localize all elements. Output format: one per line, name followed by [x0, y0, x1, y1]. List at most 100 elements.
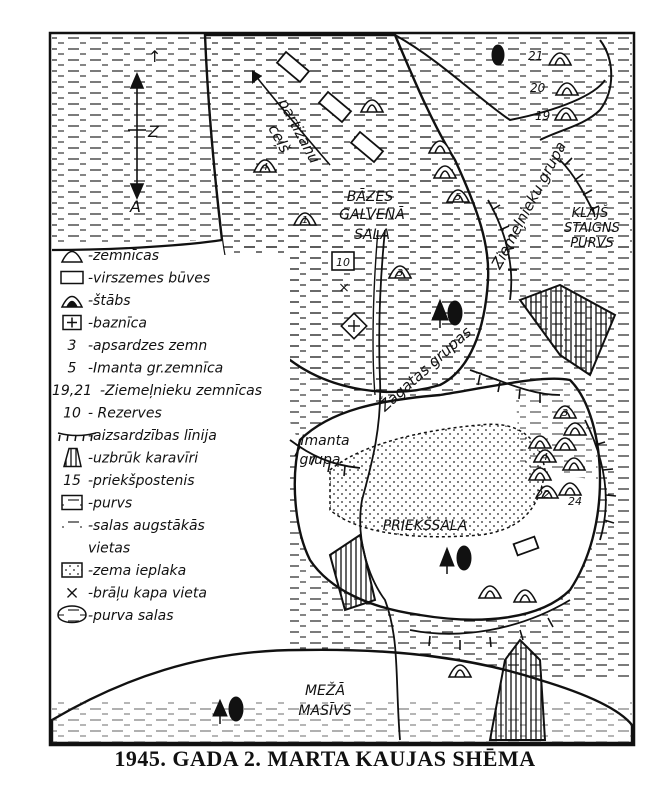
- grave-cross-icon: ×: [64, 583, 79, 604]
- dugout-number: 4: [542, 452, 548, 463]
- legend-item-text: -purva salas: [88, 608, 174, 624]
- dugout-icon: [527, 467, 553, 481]
- legend-symbol-num: 10: [63, 406, 81, 422]
- legend-symbol-num: 5: [68, 361, 77, 377]
- defense-ticks: [294, 157, 617, 650]
- legend-number: 5: [68, 361, 77, 377]
- legend-number: 3: [68, 338, 77, 354]
- legend-item-text: -baznīca: [88, 316, 147, 332]
- legend-item-text: -uzbrūk karavīri: [88, 451, 198, 467]
- label-imanta: Imanta: [300, 433, 349, 449]
- dugout-number: 5: [455, 192, 461, 203]
- label-sala: SALA: [354, 227, 390, 243]
- attack-wedge-1: [518, 283, 617, 377]
- channel-line: [394, 34, 606, 122]
- dugout-icon: [527, 435, 553, 449]
- label-masivs: MASĪVS: [298, 702, 351, 719]
- compass-a: A: [129, 197, 141, 216]
- dugout-icon: 3: [552, 405, 578, 419]
- surface-buildings: [275, 50, 540, 557]
- label-priekssala: PRIEKŠSALA: [383, 516, 468, 534]
- legend-symbol-hollow: [61, 562, 83, 578]
- legend-number: 15: [63, 473, 81, 489]
- dugout-icon: [554, 82, 580, 96]
- compass: [128, 71, 146, 201]
- legend-symbols: 3 5 19,21 10 15 ×: [52, 250, 97, 624]
- dugout-icon: 4: [252, 159, 278, 173]
- dugout-icon: 4: [532, 449, 558, 463]
- legend-symbol-num: 3: [68, 338, 77, 354]
- num-22: 22: [536, 488, 550, 501]
- dugout-number: 3: [397, 268, 403, 279]
- legend-symbol-bog: [57, 605, 87, 624]
- num-19: 19: [535, 109, 550, 123]
- compass-north: ↑: [148, 47, 161, 66]
- legend-item-text: -brāļu kapa vieta: [88, 586, 207, 602]
- dugout-icon: 3: [387, 265, 413, 279]
- legend-item-text: -apsardzes zemn: [88, 338, 207, 354]
- label-purvs: PURVS: [570, 236, 614, 251]
- label-meza: MEŽĀ: [305, 681, 345, 699]
- dugout-number: 3: [562, 408, 568, 419]
- compass-z: Z: [147, 122, 160, 141]
- legend-item-text: -Ziemeļnieku zemnīcas: [100, 383, 262, 399]
- legend-symbol-rect: [60, 270, 84, 285]
- dugout-icon: [359, 99, 385, 113]
- dugout-number: 4: [262, 162, 268, 173]
- label-bazes: BĀZES: [347, 188, 394, 205]
- legend-item-text: -salas augstākās: [88, 518, 205, 534]
- num-10: 10: [336, 256, 350, 269]
- legend-number: 19,21: [52, 383, 92, 399]
- num-20: 20: [530, 81, 546, 95]
- dugout-icon: [427, 140, 453, 154]
- dugout-icon: [553, 107, 579, 121]
- legend-item-text: -aizsardzības līnija: [88, 428, 217, 444]
- dugout-icon: [547, 52, 573, 66]
- legend-item-text: vietas: [88, 541, 130, 557]
- legend-symbol-defense: [57, 432, 97, 442]
- legend: -zemnīcas-virszemes būves-štābs-baznīca-…: [88, 248, 262, 624]
- map-caption: 1945. GADA 2. MARTA KAUJAS SHĒMA: [114, 746, 536, 771]
- label-staigns: STAIGNS: [564, 221, 620, 236]
- legend-symbol-num: 19,21: [52, 383, 92, 399]
- legend-number: 10: [63, 406, 81, 422]
- num-21: 21: [528, 49, 543, 63]
- legend-symbol-swamp: [61, 494, 83, 511]
- legend-item-text: -zema ieplaka: [88, 563, 186, 579]
- church-symbol: [340, 312, 368, 340]
- dugout-icon: [557, 482, 583, 496]
- legend-item-text: -purvs: [88, 496, 132, 512]
- num-24: 24: [568, 495, 582, 508]
- legend-symbol-island: [62, 518, 82, 532]
- dugout-icon: [562, 422, 588, 436]
- legend-symbol-attack: [63, 447, 82, 468]
- dugout-icon: [561, 457, 587, 471]
- tree-symbols: [212, 44, 505, 724]
- legend-item-text: -Imanta gr.zemnīca: [88, 361, 223, 377]
- partisan-road-arrow: [254, 74, 331, 166]
- dugout-icon: [552, 437, 578, 451]
- legend-symbol-dugout: [60, 250, 84, 263]
- dugout-symbols: 4 1 5 3 3 4: [252, 52, 588, 678]
- legend-item-text: - Rezerves: [88, 406, 162, 422]
- legend-symbol-cross: ×: [64, 583, 79, 604]
- dugout-icon: 1: [292, 212, 318, 226]
- dugout-icon: 5: [445, 189, 471, 203]
- label-klajs: KLAJŠ: [572, 205, 609, 221]
- dugout-icon: [512, 589, 538, 603]
- dugout-icon: [432, 165, 458, 179]
- dugout-icon: [477, 585, 503, 599]
- legend-item-text: -virszemes būves: [88, 271, 210, 287]
- label-galvena: GALVENĀ: [339, 206, 405, 223]
- road: [359, 229, 401, 741]
- grave-cross: ×: [338, 280, 350, 296]
- label-imanta-grupa: grupa: [300, 452, 341, 468]
- legend-symbol-church: [62, 314, 82, 331]
- legend-item-text: -zemnīcas: [88, 248, 159, 264]
- dugout-icon: [534, 485, 560, 499]
- attack-wedge-3: [488, 638, 547, 741]
- legend-symbol-num: 15: [63, 473, 81, 489]
- reserve-box: [331, 251, 355, 271]
- legend-item-text: -priekšpostenis: [88, 473, 195, 489]
